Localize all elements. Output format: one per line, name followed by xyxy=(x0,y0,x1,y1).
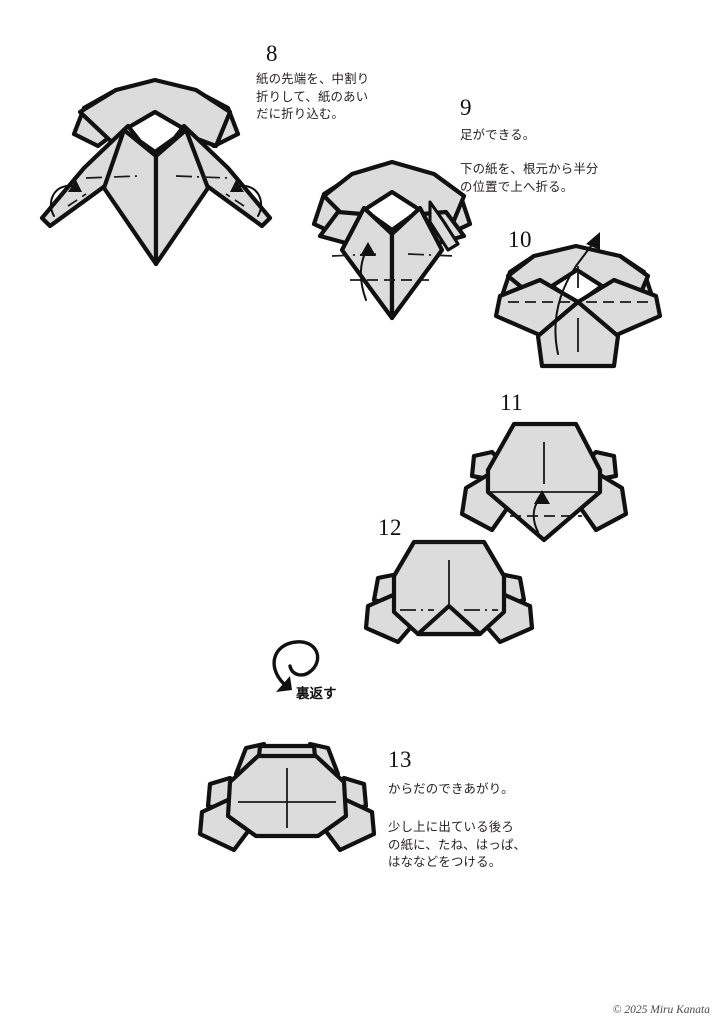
origami-diagram-step-10 xyxy=(490,232,690,380)
step-number-11: 11 xyxy=(500,390,524,415)
step-number-13: 13 xyxy=(388,747,412,772)
step-number-12: 12 xyxy=(378,515,402,540)
step-caption-13: からだのできあがり。 xyxy=(388,781,514,796)
origami-diagram-step-12 xyxy=(352,530,552,650)
turn-over-loop-arrow-icon xyxy=(262,636,342,696)
step-number-8: 8 xyxy=(266,41,278,66)
step-caption-9: 足ができる。 xyxy=(460,127,536,142)
copyright-notice: © 2025 Miru Kanata xyxy=(612,1004,710,1016)
origami-diagram-step-9 xyxy=(298,152,518,322)
step-caption-13-secondary: 少し上に出ている後ろ の紙に、たね、はっぱ、 はななどをつける。 xyxy=(388,819,527,870)
step-caption-8: 紙の先端を、中割り 折りして、紙のあい だに折り込む。 xyxy=(256,71,370,122)
origami-diagram-step-11 xyxy=(448,408,648,548)
turn-over-label: 裏返す xyxy=(296,686,337,702)
step-number-10: 10 xyxy=(508,227,532,252)
origami-diagram-step-13 xyxy=(190,734,390,864)
step-caption-9-secondary: 下の紙を、根元から半分 の位置で上へ折る。 xyxy=(460,161,599,194)
step-number-9: 9 xyxy=(460,95,472,120)
origami-diagram-step-8 xyxy=(20,68,310,268)
